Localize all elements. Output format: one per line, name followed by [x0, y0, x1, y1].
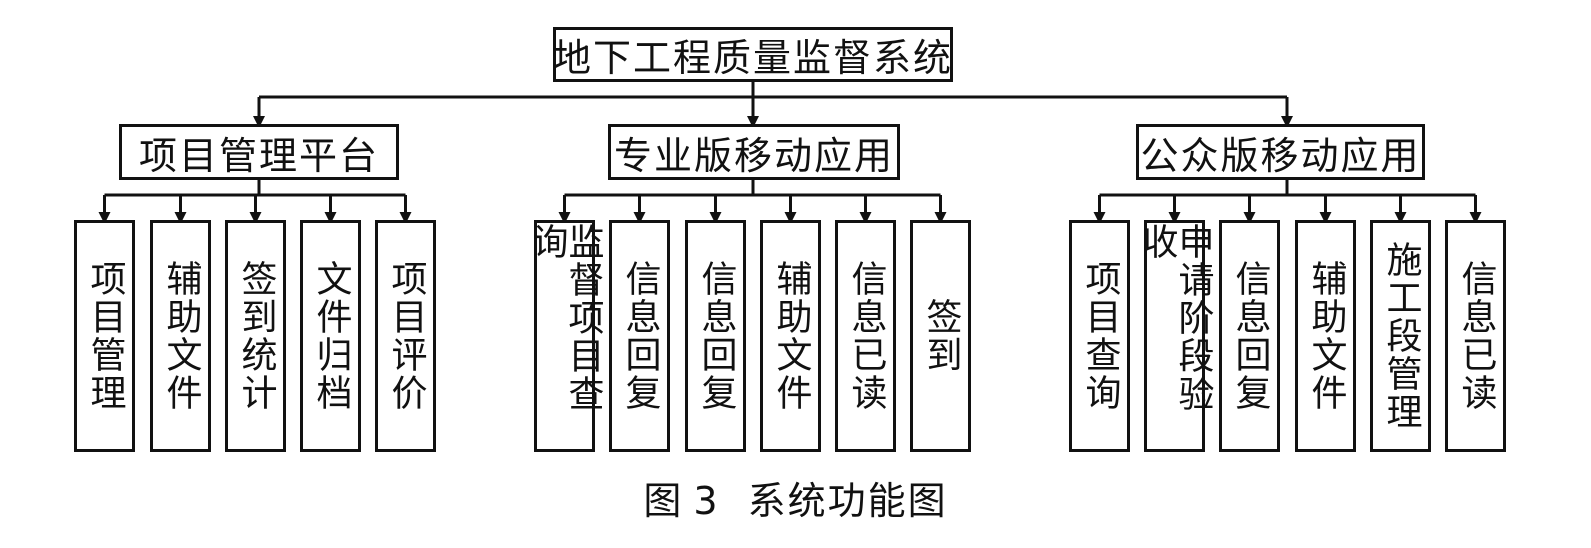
group-node-2: 专业版移动应用	[608, 124, 900, 180]
leaf-node-1-1: 项目管理	[74, 220, 135, 452]
group-node-1: 项目管理平台	[119, 124, 399, 180]
leaf-node-3-1-label: 项目查询	[1079, 260, 1121, 412]
leaf-node-1-2-label: 辅助文件	[160, 260, 202, 412]
group-node-2-label: 专业版移动应用	[613, 133, 894, 178]
leaf-node-3-2: 申请阶段验收	[1137, 220, 1214, 452]
leaf-node-3-5: 施工段管理	[1370, 220, 1431, 452]
leaf-node-2-3-label: 信息回复	[695, 260, 737, 412]
root-node-label: 地下工程质量监督系统	[553, 36, 954, 80]
leaf-node-2-4-label: 辅助文件	[770, 260, 812, 412]
leaf-node-3-4: 辅助文件	[1295, 220, 1356, 452]
leaf-node-1-3: 签到统计	[225, 220, 286, 452]
group-node-1-label: 项目管理平台	[138, 133, 379, 178]
leaf-node-1-1-label: 项目管理	[84, 260, 126, 412]
leaf-node-3-3-label: 信息回复	[1229, 260, 1271, 412]
leaf-node-1-3-label: 签到统计	[235, 260, 277, 412]
caption-figure-number: 3	[693, 479, 720, 523]
leaf-node-2-6: 签到	[910, 220, 971, 452]
leaf-node-1-5: 项目评价	[375, 220, 436, 452]
leaf-node-2-5-label: 信息已读	[845, 260, 887, 412]
leaf-node-1-2: 辅助文件	[150, 220, 211, 452]
leaf-node-3-3: 信息回复	[1219, 220, 1280, 452]
caption-figure-label: 图	[643, 479, 684, 523]
leaf-node-2-6-label: 签到	[920, 298, 962, 374]
leaf-node-2-2-label: 信息回复	[619, 260, 661, 412]
leaf-node-2-2: 信息回复	[609, 220, 670, 452]
leaf-node-2-4: 辅助文件	[760, 220, 821, 452]
leaf-node-3-6-label: 信息已读	[1455, 260, 1497, 412]
leaf-node-3-1: 项目查询	[1069, 220, 1130, 452]
leaf-node-1-5-label: 项目评价	[385, 260, 427, 412]
group-node-3-label: 公众版移动应用	[1140, 133, 1421, 178]
leaf-node-1-4-label: 文件归档	[310, 260, 352, 412]
root-node: 地下工程质量监督系统	[553, 27, 953, 82]
leaf-node-3-2-label: 申请阶段验收	[1136, 223, 1214, 413]
leaf-node-1-4: 文件归档	[300, 220, 361, 452]
leaf-node-2-3: 信息回复	[685, 220, 746, 452]
leaf-node-2-5: 信息已读	[835, 220, 896, 452]
leaf-node-2-1-label: 监督项目查询	[526, 223, 604, 413]
leaf-node-3-6: 信息已读	[1445, 220, 1506, 452]
leaf-node-2-1: 监督项目查询	[527, 220, 604, 452]
leaf-node-3-5-label: 施工段管理	[1380, 241, 1422, 431]
group-node-3: 公众版移动应用	[1136, 124, 1425, 180]
caption-title: 系统功能图	[747, 479, 948, 523]
leaf-node-3-4-label: 辅助文件	[1305, 260, 1347, 412]
